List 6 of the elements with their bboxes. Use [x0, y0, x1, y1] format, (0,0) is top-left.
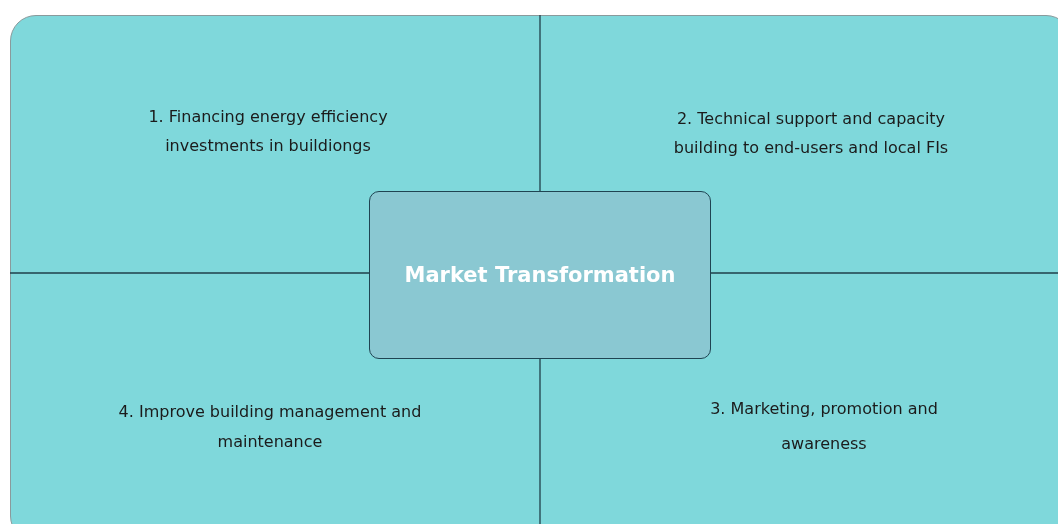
quadrant-label: 3. Marketing, promotion and awareness: [699, 391, 949, 461]
quadrant-label: 1. Financing energy efficiency investments in buildiongs: [118, 102, 418, 160]
quadrant-label: 2. Technical support and capacity building to end-users and local FIs: [650, 104, 972, 162]
center-box: [369, 191, 711, 359]
quadrant-label: 4. Improve building management and maintenance: [112, 397, 428, 457]
center-label: Market Transformation: [404, 263, 676, 287]
